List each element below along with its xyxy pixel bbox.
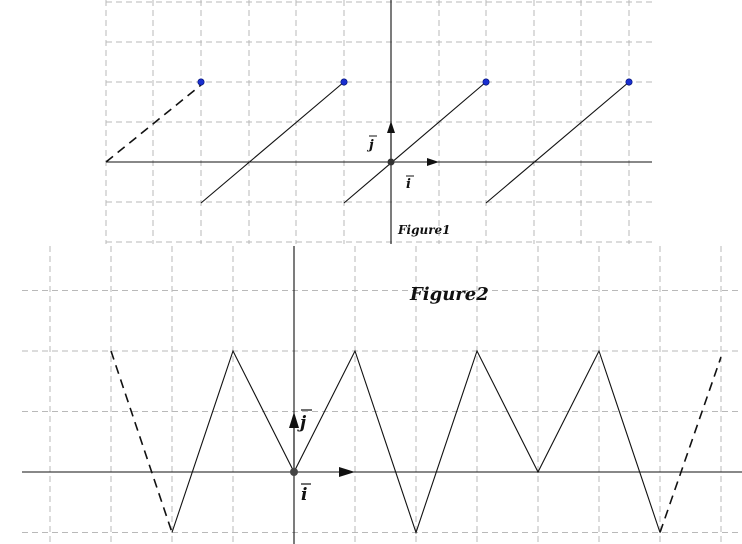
figure1-endpoint-dot: [482, 78, 490, 86]
figure1-endpoint-dot: [340, 78, 348, 86]
figure2-j-arrowhead: [289, 412, 299, 428]
figure1-caption: Figure1: [397, 223, 451, 237]
figure2-i-text: i: [301, 485, 307, 505]
figure2-curves: [110, 349, 722, 535]
figure1-i-label: i: [406, 175, 414, 192]
figure1-origin-dot: [387, 158, 395, 166]
figure1-grid: [105, 0, 652, 244]
figure2-origin-dot: [290, 468, 298, 476]
figure1-i-text: i: [406, 177, 411, 192]
figure2-dashed-segment: [110, 350, 173, 533]
figure2-j-label: j: [297, 409, 312, 433]
figure1-solid-segment: [200, 81, 345, 204]
figure1-solid-segment: [485, 81, 630, 204]
figure2-grid: [22, 246, 742, 544]
figure1-endpoint-dot: [625, 78, 633, 86]
figure1-plot: i j Figure1: [105, 0, 652, 244]
figure2-dashed-segment: [659, 356, 722, 533]
figure2-i-arrowhead: [339, 467, 355, 477]
figure2-zigzag-curve: [171, 349, 661, 535]
figure2-i-label: i: [301, 483, 311, 505]
figure1-dashed-segment: [105, 84, 202, 163]
figure1-j-arrowhead: [387, 121, 395, 133]
figure2-plot: i j Figure2: [22, 246, 742, 544]
figure2-caption: Figure2: [409, 284, 489, 305]
figure1-i-arrowhead: [427, 158, 439, 166]
figure1-solid-segment: [343, 81, 487, 204]
figure2-j-text: j: [297, 413, 307, 433]
figure1-j-text: j: [366, 138, 374, 153]
figure1-endpoint-dot: [197, 78, 205, 86]
figure1-j-label: j: [366, 135, 377, 153]
figure1-curves: [105, 78, 633, 204]
